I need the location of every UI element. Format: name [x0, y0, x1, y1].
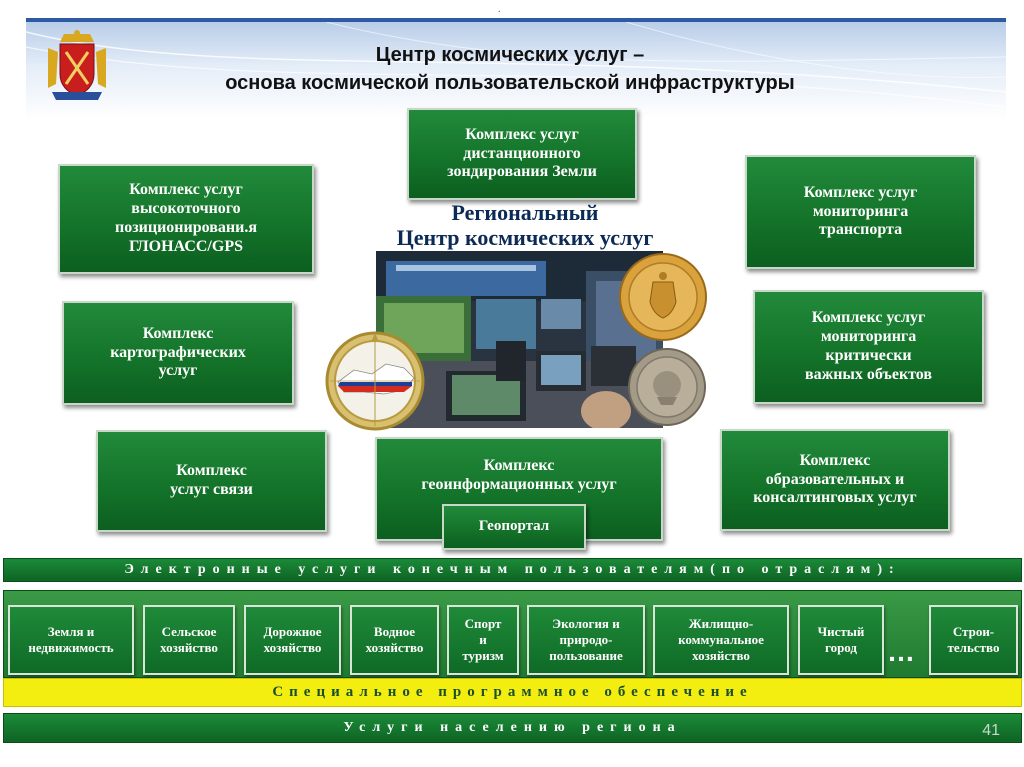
- header-waves-decoration: [26, 22, 1006, 108]
- sector-tile-construction: Строи- тельство: [929, 605, 1018, 675]
- sector-tile-ecology: Экология и природо- пользование: [527, 605, 645, 675]
- sector-tile-land: Земля и недвижимость: [8, 605, 134, 675]
- regional-center-title-line-1: Региональный: [451, 200, 599, 225]
- russia-map-emblem-icon: [325, 331, 425, 431]
- geoportal-box: Геопортал: [442, 504, 586, 550]
- silver-coin-icon: [628, 348, 706, 426]
- electronic-services-bar: Электронные услуги конечным пользователя…: [3, 558, 1022, 582]
- sector-tile-clean-city: Чистый город: [798, 605, 884, 675]
- sector-tile-housing: Жилищно- коммунальное хозяйство: [653, 605, 789, 675]
- header-banner: [26, 18, 1006, 120]
- population-services-bar: Услуги населению региона: [3, 713, 1022, 743]
- regional-center-title-line-2: Центр космических услуг: [396, 225, 654, 251]
- coat-of-arms-icon: [48, 30, 106, 100]
- critical-objects-monitoring-box: Комплекс услуг мониторинга критически ва…: [753, 290, 984, 404]
- remote-sensing-services-box: Комплекс услуг дистанционного зондирован…: [407, 108, 637, 200]
- more-sectors-ellipsis: …: [887, 636, 915, 667]
- regional-center-title: Региональный Центр космических услуг: [360, 200, 690, 251]
- top-mark: .: [498, 4, 501, 15]
- sector-tile-roads: Дорожное хозяйство: [244, 605, 341, 675]
- positioning-services-box: Комплекс услуг высокоточного позициониро…: [58, 164, 314, 274]
- sector-tile-sport-tourism: Спорт и туризм: [447, 605, 519, 675]
- page-title-line-2: основа космической пользовательской инфр…: [225, 72, 795, 94]
- communication-services-box: Комплекс услуг связи: [96, 430, 327, 532]
- sector-tile-water: Водное хозяйство: [350, 605, 439, 675]
- cartography-services-box: Комплекс картографических услуг: [62, 301, 294, 405]
- special-software-bar: Специальное программное обеспечение: [3, 678, 1022, 707]
- page-title-line-1: Центр космических услуг –: [375, 44, 645, 66]
- page-number: 41: [982, 722, 1000, 739]
- transport-monitoring-box: Комплекс услуг мониторинга транспорта: [745, 155, 976, 269]
- gold-coin-icon: [619, 253, 707, 341]
- education-consulting-box: Комплекс образовательных и консалтинговы…: [720, 429, 950, 531]
- sector-tile-agriculture: Сельское хозяйство: [143, 605, 235, 675]
